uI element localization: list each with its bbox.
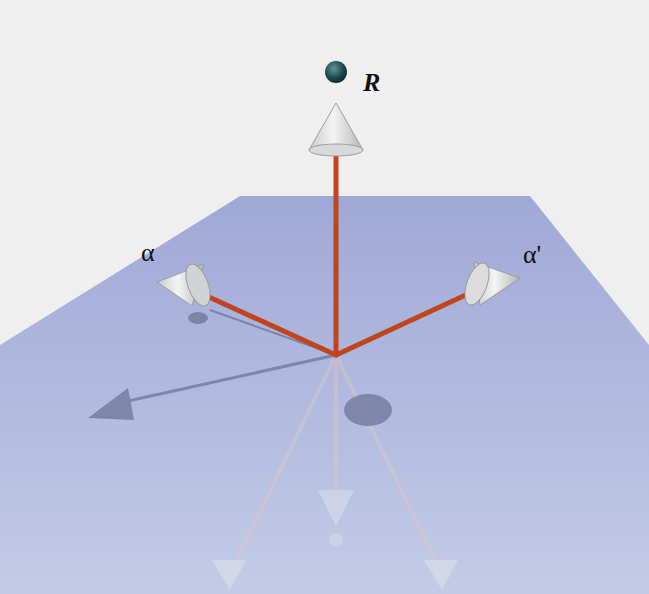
vector-label: α xyxy=(141,240,155,266)
vector-shaft xyxy=(198,152,470,355)
shadow xyxy=(88,310,392,426)
plane xyxy=(0,196,649,594)
arrowhead-cone xyxy=(157,103,520,309)
sphere xyxy=(325,61,347,83)
vector-label: α' xyxy=(523,242,541,268)
reflection xyxy=(212,355,458,590)
vector-label: R xyxy=(363,70,380,96)
